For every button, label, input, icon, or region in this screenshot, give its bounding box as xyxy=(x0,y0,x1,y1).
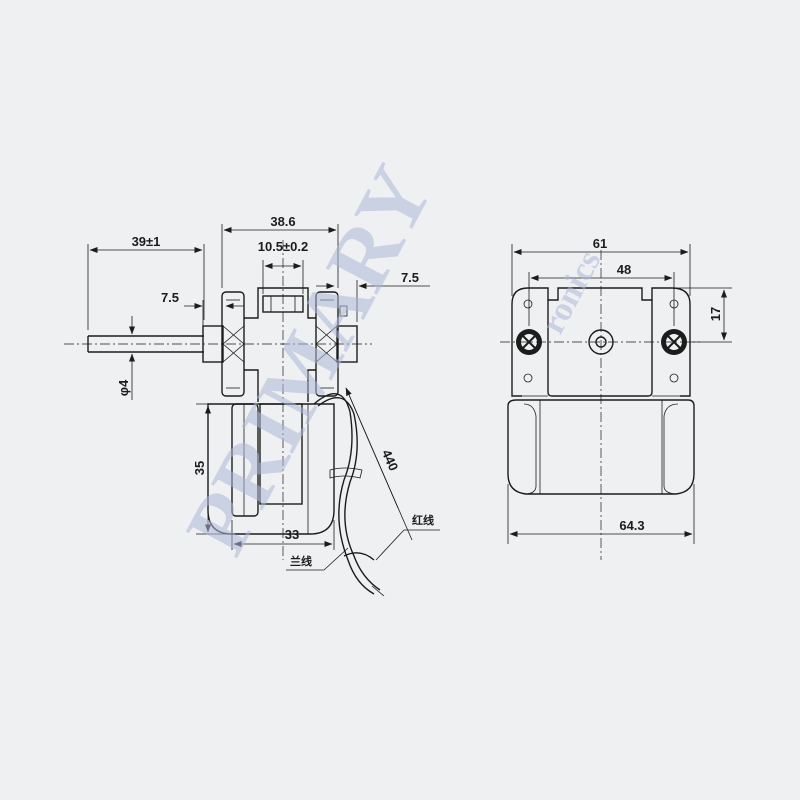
dim-48-label: 48 xyxy=(617,262,631,277)
dim-33-label: 33 xyxy=(285,527,299,542)
dim-phi4-label: φ4 xyxy=(116,379,131,396)
front-coil xyxy=(507,399,695,495)
dim-7-5-right-label: 7.5 xyxy=(401,270,419,285)
screw-right xyxy=(661,329,687,355)
frame-bracket xyxy=(244,287,316,402)
blue-wire-label: 兰线 xyxy=(290,554,312,568)
dim-440-label: 440 xyxy=(379,447,402,473)
mounting-hole-bottom-right xyxy=(669,373,679,383)
dim-7-5-left-label: 7.5 xyxy=(161,290,179,305)
dim-35-label: 35 xyxy=(192,461,207,475)
blue-wire-callout: 兰线 xyxy=(286,547,349,571)
dim-7-5-left: 7.5 xyxy=(161,290,244,326)
front-bracket xyxy=(511,287,691,397)
dim-phi4: φ4 xyxy=(116,316,135,400)
lead-wires xyxy=(313,393,385,597)
side-view: 39±1 38.6 10.5±0.2 7.5 xyxy=(64,214,440,597)
screw-left xyxy=(516,329,542,355)
dim-10-5: 10.5±0.2 xyxy=(258,239,309,294)
mounting-hole-bottom-left xyxy=(523,373,533,383)
dim-17-label: 17 xyxy=(708,307,723,321)
front-view: 61 48 17 64.3 xyxy=(500,236,732,560)
left-bearing xyxy=(202,291,245,397)
dim-39: 39±1 xyxy=(87,234,205,330)
dim-33: 33 xyxy=(231,520,335,550)
dim-7-5-right: 7.5 xyxy=(316,270,430,322)
watermark: PRIMARY ronics xyxy=(168,151,608,569)
dim-64-3-label: 64.3 xyxy=(619,518,644,533)
dim-38-6-label: 38.6 xyxy=(270,214,295,229)
red-wire-callout: 红线 xyxy=(375,513,440,561)
red-wire-label: 红线 xyxy=(412,513,434,527)
dim-61-label: 61 xyxy=(593,236,607,251)
watermark-sub: ronics xyxy=(534,245,608,340)
dim-38-6: 38.6 xyxy=(221,214,339,288)
mounting-hole-top-left xyxy=(523,299,533,309)
dim-48: 48 xyxy=(528,262,675,326)
dim-39-label: 39±1 xyxy=(132,234,161,249)
dim-10-5-label: 10.5±0.2 xyxy=(258,239,309,254)
dim-17: 17 xyxy=(676,287,732,343)
dim-61: 61 xyxy=(511,236,691,296)
dim-35: 35 xyxy=(192,403,230,535)
dim-64-3: 64.3 xyxy=(507,484,695,544)
watermark-main: PRIMARY xyxy=(168,151,452,569)
